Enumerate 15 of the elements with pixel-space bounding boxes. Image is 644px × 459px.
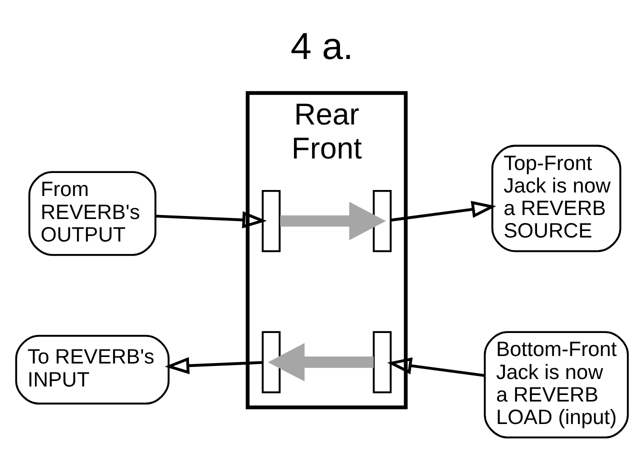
node-box: [372, 331, 392, 394]
node-box: [372, 190, 392, 252]
diagram-title: 4 a.: [290, 25, 354, 68]
node-box: To REVERB's INPUT: [15, 334, 170, 405]
arrow: [164, 357, 262, 374]
node-box: [262, 190, 281, 252]
cluster: Rear Front: [246, 91, 408, 410]
arrow: [155, 211, 267, 228]
arrow: [387, 357, 484, 377]
node-box: Bottom-Front Jack is now a REVERB LOAD (input): [484, 331, 629, 438]
node-box: From REVERB's OUTPUT: [28, 171, 156, 256]
arrow: [280, 202, 386, 240]
node-box: [262, 331, 281, 394]
arrow: [268, 342, 374, 382]
node-box: Top-Front Jack is now a REVERB SOURCE: [491, 144, 622, 252]
